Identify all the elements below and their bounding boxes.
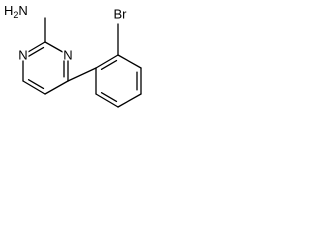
bond-ph-e-f xyxy=(95,93,119,108)
amine-n: N xyxy=(18,3,27,18)
atom-br-label-bg xyxy=(110,6,130,20)
bond-ph-a-b-double xyxy=(100,59,118,71)
bond-c4-phenyl xyxy=(67,67,97,82)
bond-ph-a-b xyxy=(95,54,119,69)
bond-c5-c6 xyxy=(22,80,46,95)
bond-c5-c6-double xyxy=(27,78,45,90)
atom-n3-label-bg xyxy=(62,47,74,61)
atom-amine-label-bg xyxy=(2,3,50,17)
bond-c4-c5 xyxy=(44,80,69,95)
amine-h: H xyxy=(4,3,13,18)
bond-ph-b-c xyxy=(117,54,142,69)
atom-amine-label: H2N xyxy=(4,3,28,20)
atom-n3-label: N xyxy=(63,48,72,63)
bond-ph-e-f-double xyxy=(100,91,118,103)
atom-n1-label-bg xyxy=(17,47,29,61)
atom-n1-label: N xyxy=(18,48,27,63)
bond-n1-c2-double xyxy=(27,46,45,58)
amine-subscript: 2 xyxy=(13,10,18,20)
bond-ph-d-e xyxy=(117,93,142,108)
atom-br-label: Br xyxy=(114,7,128,22)
